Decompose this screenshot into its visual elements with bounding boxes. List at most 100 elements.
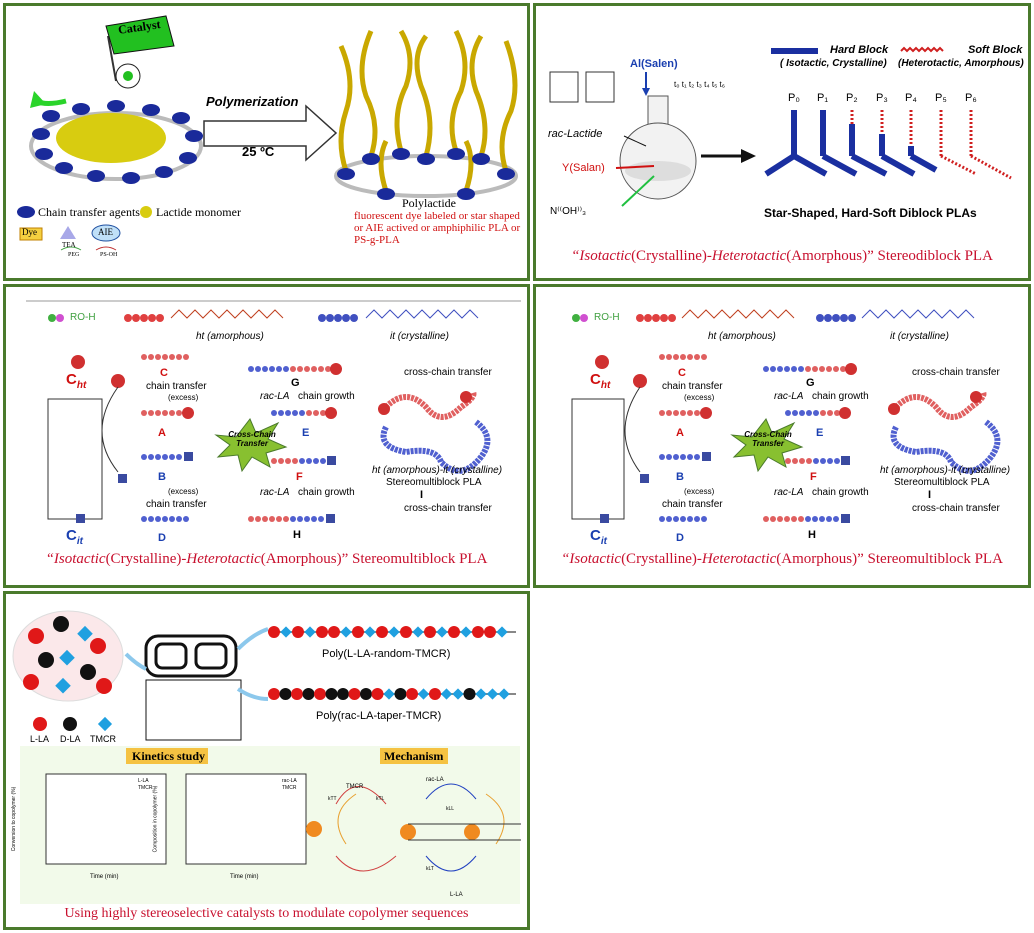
product-p1: P₁ [817, 92, 829, 104]
temperature-label: 25 ºC [242, 144, 275, 159]
chain-growth-bottom: chain growth [298, 487, 355, 498]
product-p4: P₄ [905, 92, 917, 104]
d-la-unit [394, 688, 407, 700]
legend-l-la: L-LA [30, 734, 50, 744]
soft-block-desc: (Heterotactic, Amorphous) [898, 58, 1024, 69]
chain-transfer-bottom: chain transfer [662, 499, 723, 510]
rac-la-bottom: rac-LA [774, 487, 804, 498]
mech-rac-la: rac-LA [426, 777, 444, 783]
d-la-unit [463, 688, 476, 700]
cross-chain-transfer-bottom: cross-chain transfer [912, 503, 1000, 514]
c-ht-label: Cht [590, 371, 610, 391]
label-f: F [810, 471, 817, 483]
legend-tmc: TMCR [90, 734, 116, 744]
stereodiblock-illustration [549, 46, 1012, 207]
label-i: I [420, 489, 424, 501]
monomer-legend-icons [33, 716, 113, 732]
c-ht-label: Cht [66, 371, 86, 391]
label-d: D [158, 532, 166, 544]
chain-markers [268, 626, 510, 700]
caption-amorphous: (Amorphous)” Stereomultiblock PLA [776, 551, 1003, 567]
c-ht-letter: C [590, 371, 601, 388]
copolymer-illustration [12, 610, 521, 904]
excess-top: (excess) [168, 393, 199, 402]
c-it-letter: C [590, 527, 601, 544]
mech-ktt: kTT [328, 796, 337, 802]
al-salen-label: Al(Salen) [630, 58, 678, 70]
d-la-unit [325, 688, 338, 700]
d-la-unit [360, 688, 372, 700]
panel-stereomultiblock-right: RO-H ht (amorphous) it (crystalline) Cht… [533, 284, 1031, 588]
l-la-unit [291, 688, 303, 700]
label-b: B [158, 471, 166, 483]
chain-transfer-bottom: chain transfer [146, 499, 207, 510]
label-a: A [676, 427, 684, 439]
product-p3: P₃ [876, 92, 888, 104]
mech-tmc: TMCR [346, 784, 364, 790]
l-la-unit [328, 626, 340, 638]
caption-crystalline: (Crystalline)- [631, 248, 712, 264]
l-la-unit [429, 688, 441, 700]
plot1-legend-tmc: TMCR [138, 785, 153, 791]
c-ht-letter: C [66, 371, 77, 388]
label-d: D [676, 532, 684, 544]
hard-block-desc: ( Isotactic, Crystalline) [780, 58, 887, 69]
panel3-caption: “Isotactic(Crystalline)-Heterotactic(Amo… [6, 551, 527, 568]
l-la-unit [268, 688, 280, 700]
l-la-unit [400, 626, 412, 638]
dye-label: Dye [22, 227, 37, 237]
label-i: I [928, 489, 932, 501]
l-la-unit [424, 626, 436, 638]
caption-heterotactic: Heterotactic [701, 551, 777, 567]
initiator-label: N⁽⁽OH⁾⁾₃ [550, 206, 587, 217]
plot2-xlabel: Time (min) [230, 874, 259, 880]
cross-star-label: Cross-Chain Transfer [744, 430, 792, 448]
kinetics-plots [6, 594, 530, 930]
d-la-unit [279, 688, 292, 700]
caption-isotactic: “Isotactic [45, 551, 106, 567]
mechanism-title: Mechanism [384, 749, 444, 763]
panel-stereodiblock: Al(Salen) t₀ t₁ t₂ t₃ t₄ t₅ t₆ rac-Lacti… [533, 3, 1031, 281]
caption-amorphous: (Amorphous)” Stereodiblock PLA [786, 248, 993, 264]
hard-block-label: Hard Block [830, 44, 889, 56]
label-a: A [158, 427, 166, 439]
chain-growth-top: chain growth [298, 391, 355, 402]
l-la-unit [352, 626, 364, 638]
stereomultiblock-scheme [26, 300, 521, 523]
l-la-unit [268, 626, 280, 638]
polymerization-label: Polymerization [206, 94, 299, 109]
label-h: H [808, 529, 816, 541]
l-la-unit [376, 626, 388, 638]
cross-chain-transfer-top: cross-chain transfer [404, 367, 492, 378]
legend-chain-transfer: Chain transfer agents [38, 205, 140, 219]
peg-label: PEG [68, 252, 80, 258]
caption-heterotactic: Heterotactic [186, 551, 261, 567]
ht-amorphous-label: ht (amorphous) [196, 331, 264, 342]
label-f: F [296, 471, 303, 483]
product-p2: P₂ [846, 92, 858, 104]
l-la-unit [448, 626, 460, 638]
excess-top: (excess) [684, 393, 715, 402]
c-ht-subscript: ht [76, 380, 87, 391]
stereomultiblock-scheme [571, 309, 1001, 523]
label-g: G [291, 377, 300, 389]
l-la-unit [406, 688, 418, 700]
product-p6: P₆ [965, 92, 977, 104]
aie-label: AIE [98, 227, 113, 237]
plot1-legend-lla: L-LA [138, 778, 149, 784]
label-e: E [816, 427, 824, 439]
ht-it-label: ht (amorphous)-it (crystalline) [372, 465, 503, 476]
caption-amorphous: (Amorphous)” Stereomultiblock PLA [260, 551, 488, 567]
soft-block-label: Soft Block [968, 44, 1023, 56]
panel2-caption: “Isotactic(Crystalline)-Heterotactic(Amo… [536, 248, 1028, 265]
cross-chain-transfer-top: cross-chain transfer [912, 367, 1000, 378]
mech-klt: kLT [426, 866, 434, 872]
legend-lactide: Lactide monomer [156, 205, 241, 219]
poly-random-label: Poly(L-LA-random-TMCR) [322, 648, 451, 660]
c-it-subscript: it [76, 536, 83, 547]
c-it-label: Cit [590, 527, 607, 547]
product-p0: P₀ [788, 92, 800, 104]
panel-catalyst-polymerization: Catalyst Polymerization 25 ºC Polylactid… [3, 3, 530, 281]
excess-bottom: (excess) [684, 487, 715, 496]
ps-oh-label: PS-OH [100, 252, 118, 258]
